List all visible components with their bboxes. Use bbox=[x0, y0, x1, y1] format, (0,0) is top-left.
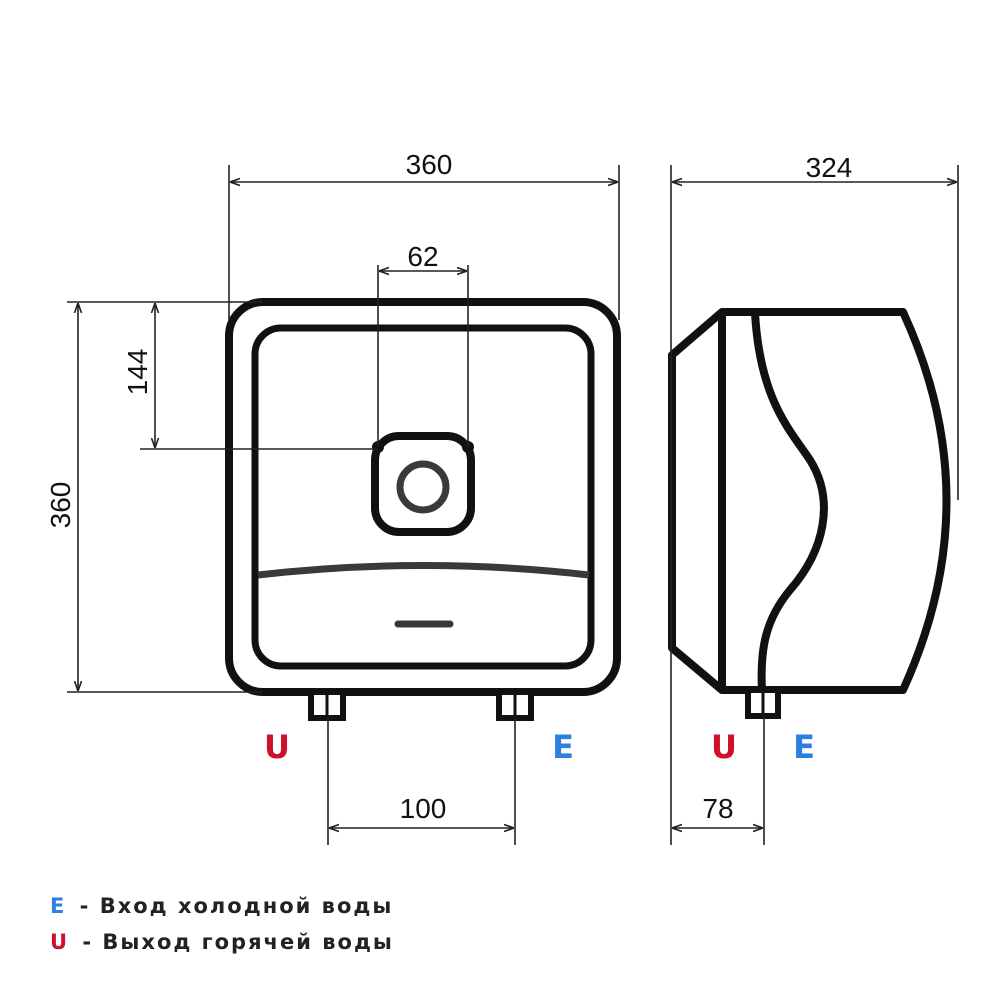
legend-cold-text: - Вход холодной воды bbox=[79, 894, 394, 918]
dim-label-side-pipe-offset: 78 bbox=[702, 793, 733, 824]
dim-label-outlet-offset: 144 bbox=[122, 349, 153, 396]
legend-cold-water: E - Вход холодной воды bbox=[50, 894, 393, 918]
cold-port-label-front: E bbox=[552, 728, 574, 766]
dim-label-side-depth: 324 bbox=[806, 152, 853, 183]
legend-hot-key: U bbox=[50, 930, 70, 954]
front-inner-panel bbox=[251, 324, 595, 670]
dim-label-outlet-spacing: 62 bbox=[407, 241, 438, 272]
dim-label-front-height: 360 bbox=[45, 482, 76, 529]
control-knob-housing bbox=[371, 432, 475, 536]
front-outer-body bbox=[225, 298, 621, 696]
legend-hot-text: - Выход горячей воды bbox=[82, 930, 394, 954]
dim-label-pipe-spacing: 100 bbox=[400, 793, 447, 824]
hot-port-label-front: U bbox=[264, 728, 290, 766]
legend-cold-key: E bbox=[50, 894, 67, 918]
dimension-lines bbox=[67, 165, 959, 845]
front-view bbox=[225, 298, 621, 721]
front-panel-divider bbox=[257, 562, 590, 579]
control-knob-icon bbox=[396, 460, 450, 514]
legend-hot-water: U - Выход горячей воды bbox=[50, 930, 394, 954]
hot-port-label-side: U bbox=[711, 728, 737, 766]
side-view-curve bbox=[751, 312, 828, 691]
dim-label-front-width: 360 bbox=[406, 149, 453, 180]
side-view-body bbox=[668, 308, 951, 694]
side-view bbox=[668, 308, 951, 719]
cold-port-label-side: E bbox=[793, 728, 815, 766]
